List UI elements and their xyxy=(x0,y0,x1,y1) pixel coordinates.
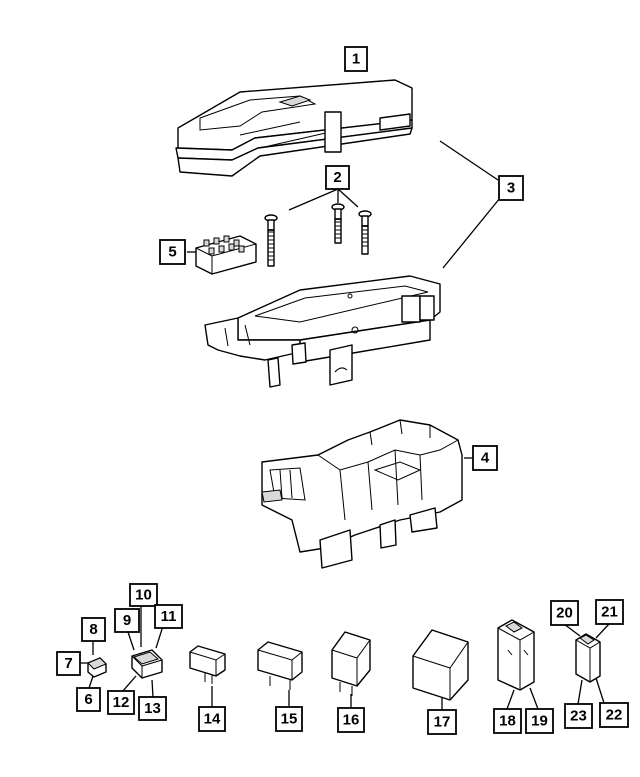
svg-text:14: 14 xyxy=(204,711,221,728)
callout-8: 8 xyxy=(81,617,106,642)
callout-3: 3 xyxy=(498,175,524,201)
callout-16: 16 xyxy=(337,707,365,733)
relay-15 xyxy=(257,641,303,690)
upper-housing xyxy=(204,275,441,388)
svg-text:22: 22 xyxy=(606,707,623,724)
svg-text:6: 6 xyxy=(84,691,92,708)
connector-block xyxy=(195,235,257,275)
svg-text:16: 16 xyxy=(343,712,360,729)
svg-text:13: 13 xyxy=(144,700,161,717)
relay-17 xyxy=(412,629,469,701)
bolt-right xyxy=(358,210,372,255)
callout-4: 4 xyxy=(472,445,498,471)
fuse-14 xyxy=(189,645,226,684)
svg-text:23: 23 xyxy=(570,708,587,725)
callout-23: 23 xyxy=(564,703,593,729)
svg-text:9: 9 xyxy=(123,612,131,629)
relay-16 xyxy=(331,631,371,696)
callout-10: 10 xyxy=(129,583,158,607)
callout-21: 21 xyxy=(595,599,624,625)
svg-text:11: 11 xyxy=(161,608,177,625)
leader-lines xyxy=(80,140,610,710)
callout-22: 22 xyxy=(599,702,629,728)
fuse-mini-6-7 xyxy=(87,657,107,678)
callout-2: 2 xyxy=(325,165,350,190)
callout-14: 14 xyxy=(198,706,226,732)
lower-housing xyxy=(261,419,463,569)
callout-11: 11 xyxy=(154,604,183,629)
svg-text:18: 18 xyxy=(499,713,516,730)
callout-19: 19 xyxy=(525,708,554,734)
callout-20: 20 xyxy=(550,600,579,626)
svg-text:3: 3 xyxy=(507,180,515,197)
callout-13: 13 xyxy=(138,696,167,721)
svg-text:15: 15 xyxy=(281,711,298,728)
callout-9: 9 xyxy=(114,608,140,633)
callout-5: 5 xyxy=(159,239,186,265)
callout-12: 12 xyxy=(107,690,135,715)
svg-text:21: 21 xyxy=(601,604,618,621)
svg-text:17: 17 xyxy=(434,714,451,731)
svg-text:4: 4 xyxy=(481,450,490,467)
svg-text:7: 7 xyxy=(64,655,72,672)
bolt-left xyxy=(264,214,278,267)
callout-17: 17 xyxy=(427,709,457,735)
svg-text:20: 20 xyxy=(556,605,573,622)
fuse-cartridge-20-23 xyxy=(575,633,601,683)
svg-text:2: 2 xyxy=(333,169,341,186)
svg-text:5: 5 xyxy=(168,244,176,261)
svg-text:19: 19 xyxy=(531,713,548,730)
bolt-middle xyxy=(331,203,345,244)
svg-text:12: 12 xyxy=(113,694,130,711)
callout-7: 7 xyxy=(56,651,81,676)
fuse-box-cover xyxy=(175,79,413,177)
callout-1: 1 xyxy=(344,46,368,72)
svg-text:1: 1 xyxy=(352,51,360,68)
svg-text:8: 8 xyxy=(89,621,97,638)
callout-15: 15 xyxy=(275,706,303,732)
fuse-9-13 xyxy=(131,649,163,679)
callout-18: 18 xyxy=(493,708,522,734)
callout-6: 6 xyxy=(76,687,101,712)
fuse-cartridge-18-19 xyxy=(497,619,535,691)
svg-text:10: 10 xyxy=(135,587,152,604)
